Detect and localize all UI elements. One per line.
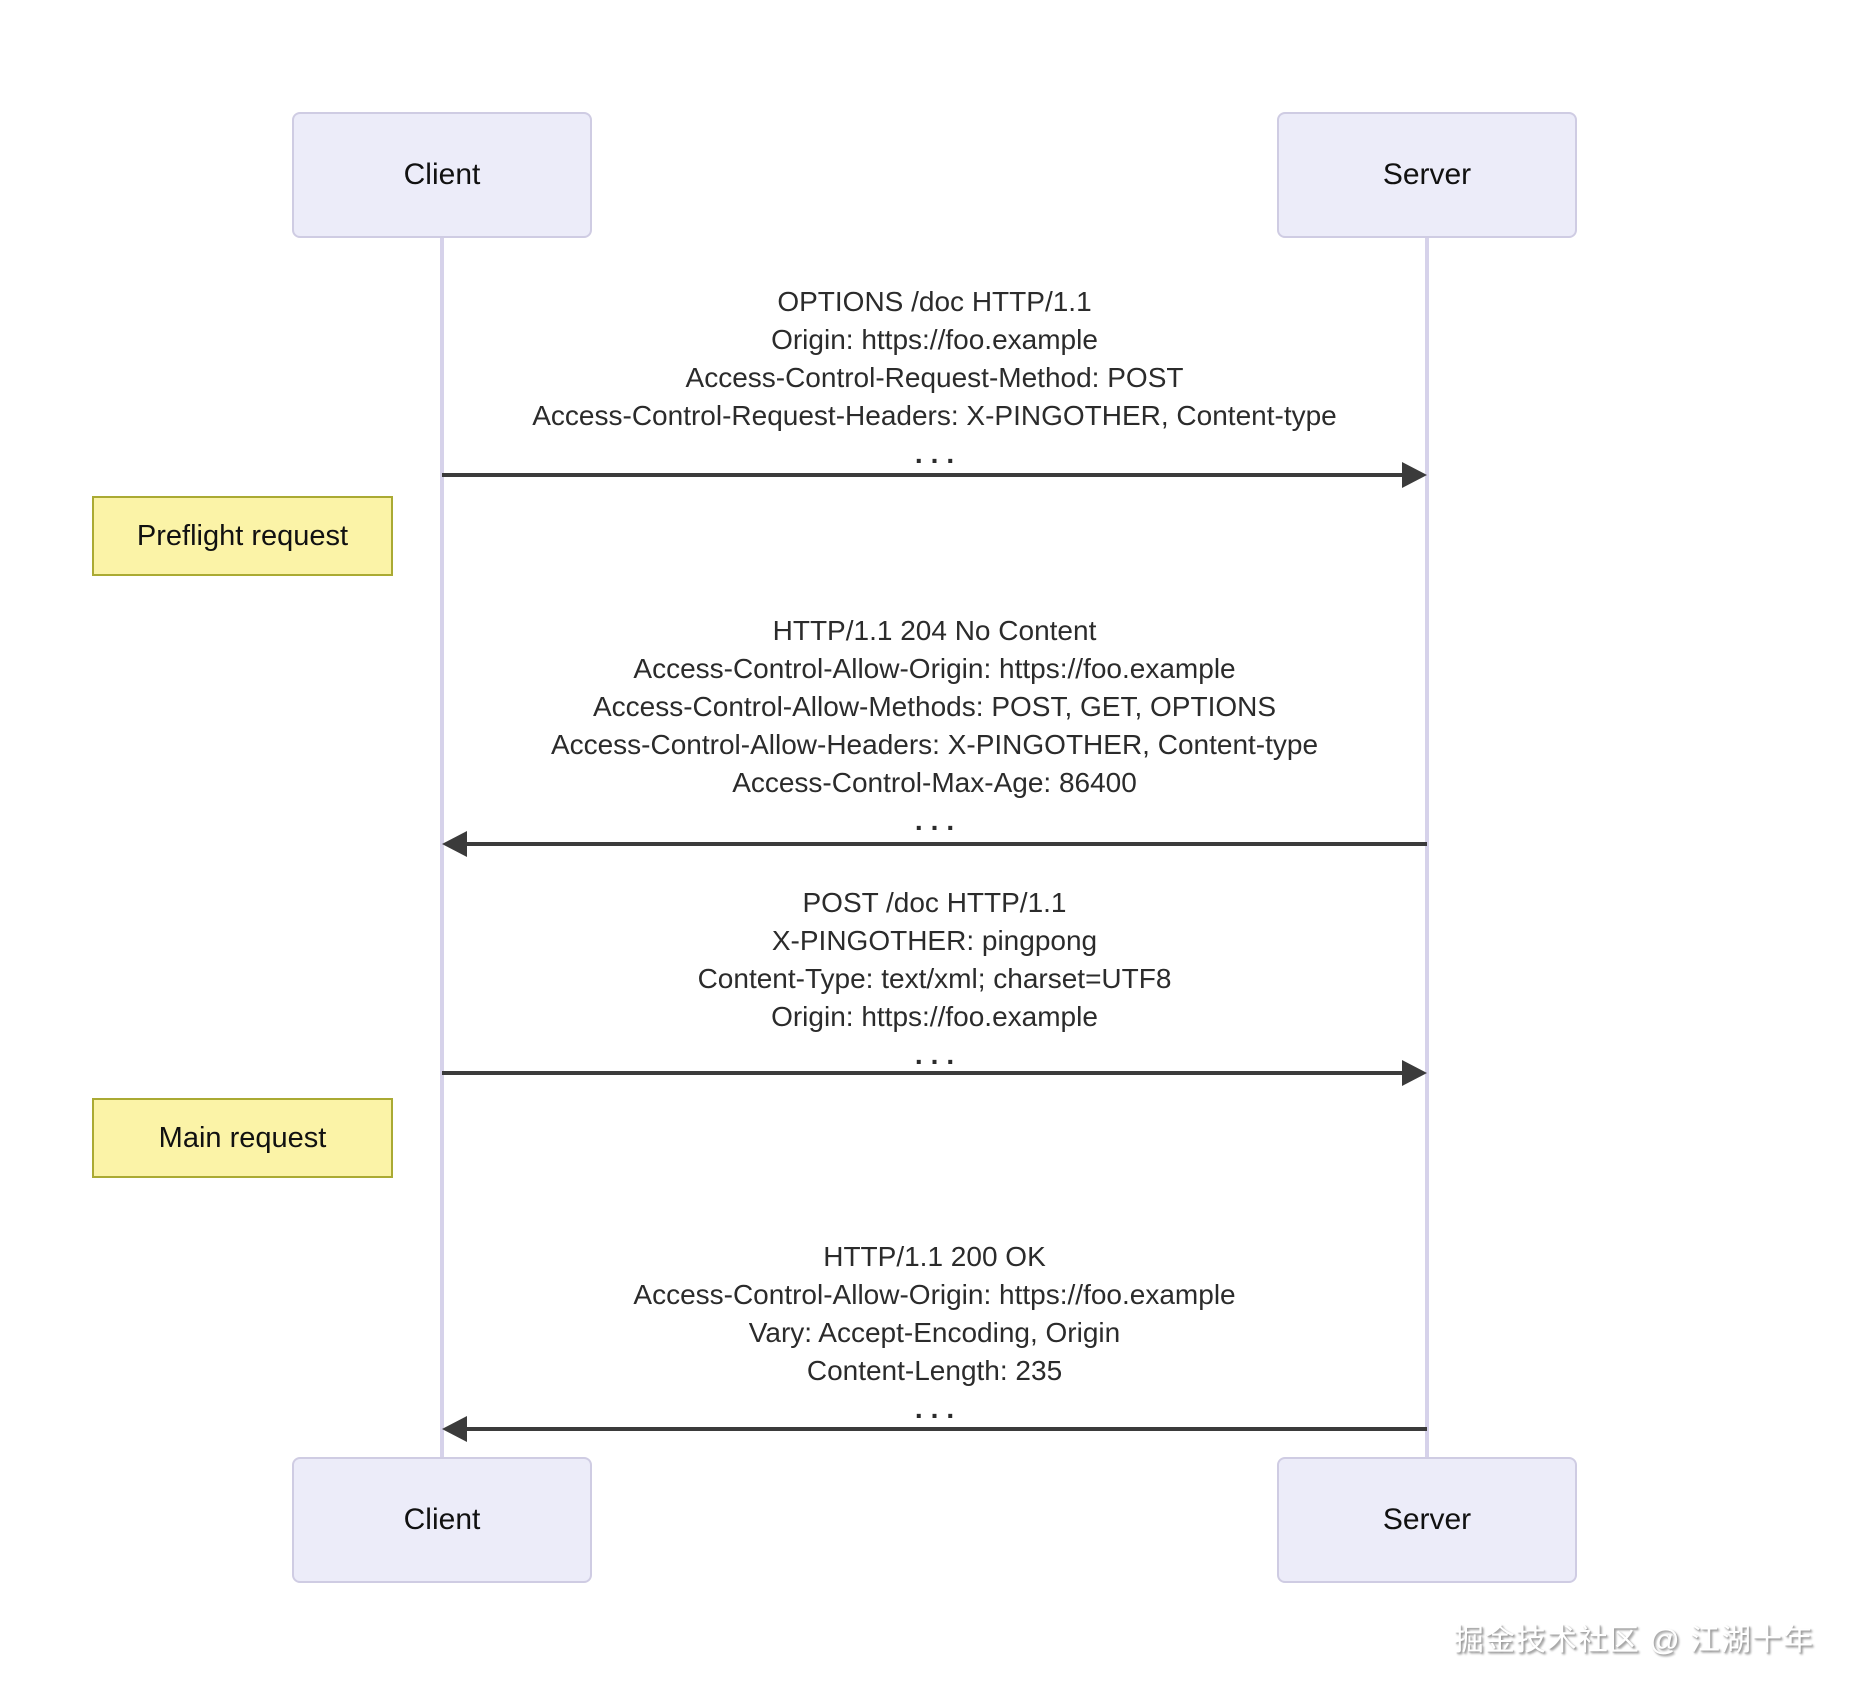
actor-client-top: Client	[292, 112, 592, 238]
message-line: Access-Control-Allow-Origin: https://foo…	[633, 1279, 1236, 1310]
message-line: Vary: Accept-Encoding, Origin	[748, 1317, 1121, 1348]
message-preflight-response-text: HTTP/1.1 204 No Content Access-Control-A…	[442, 612, 1427, 840]
server-lifeline	[1425, 238, 1429, 1459]
note-preflight-request: Preflight request	[92, 496, 393, 576]
message-line: POST /doc HTTP/1.1	[802, 887, 1067, 918]
watermark: 掘金技术社区 @ 江湖十年	[1453, 1624, 1814, 1657]
message-line: Access-Control-Allow-Headers: X-PINGOTHE…	[550, 729, 1319, 760]
arrow-shaft	[460, 1427, 1427, 1431]
arrowhead-right-icon	[1402, 1060, 1427, 1086]
message-main-response-text: HTTP/1.1 200 OK Access-Control-Allow-Ori…	[442, 1238, 1427, 1428]
actor-server-bottom: Server	[1277, 1457, 1577, 1583]
arrow-client-to-server-main	[442, 1060, 1427, 1086]
actor-server-top: Server	[1277, 112, 1577, 238]
arrowhead-left-icon	[442, 831, 467, 857]
message-line: Access-Control-Allow-Methods: POST, GET,…	[592, 691, 1277, 722]
message-main-request-text: POST /doc HTTP/1.1 X-PINGOTHER: pingpong…	[442, 884, 1427, 1074]
message-line: Origin: https://foo.example	[771, 1001, 1098, 1032]
ellipsis-line: ...	[914, 1039, 963, 1070]
ellipsis-line: ...	[914, 1393, 963, 1424]
arrowhead-left-icon	[442, 1416, 467, 1442]
message-line: X-PINGOTHER: pingpong	[771, 925, 1098, 956]
message-line: HTTP/1.1 200 OK	[823, 1241, 1046, 1272]
arrow-client-to-server-preflight	[442, 462, 1427, 488]
arrow-server-to-client-preflight-response	[442, 831, 1427, 857]
ellipsis-line: ...	[914, 805, 963, 836]
actor-client-bottom: Client	[292, 1457, 592, 1583]
message-line: Origin: https://foo.example	[771, 324, 1098, 355]
arrowhead-right-icon	[1402, 462, 1427, 488]
message-line: Access-Control-Request-Headers: X-PINGOT…	[532, 400, 1337, 431]
arrow-shaft	[442, 1071, 1409, 1075]
message-line: Content-Length: 235	[806, 1355, 1063, 1386]
message-line: HTTP/1.1 204 No Content	[772, 615, 1097, 646]
arrow-shaft	[442, 473, 1409, 477]
note-main-request: Main request	[92, 1098, 393, 1178]
message-line: Access-Control-Request-Method: POST	[685, 362, 1184, 393]
message-line: OPTIONS /doc HTTP/1.1	[777, 286, 1092, 317]
message-line: Access-Control-Max-Age: 86400	[732, 767, 1137, 798]
message-line: Content-Type: text/xml; charset=UTF8	[697, 963, 1172, 994]
arrow-server-to-client-main-response	[442, 1416, 1427, 1442]
ellipsis-line: ...	[914, 438, 963, 469]
message-line: Access-Control-Allow-Origin: https://foo…	[633, 653, 1236, 684]
message-preflight-request-text: OPTIONS /doc HTTP/1.1 Origin: https://fo…	[442, 283, 1427, 473]
arrow-shaft	[460, 842, 1427, 846]
